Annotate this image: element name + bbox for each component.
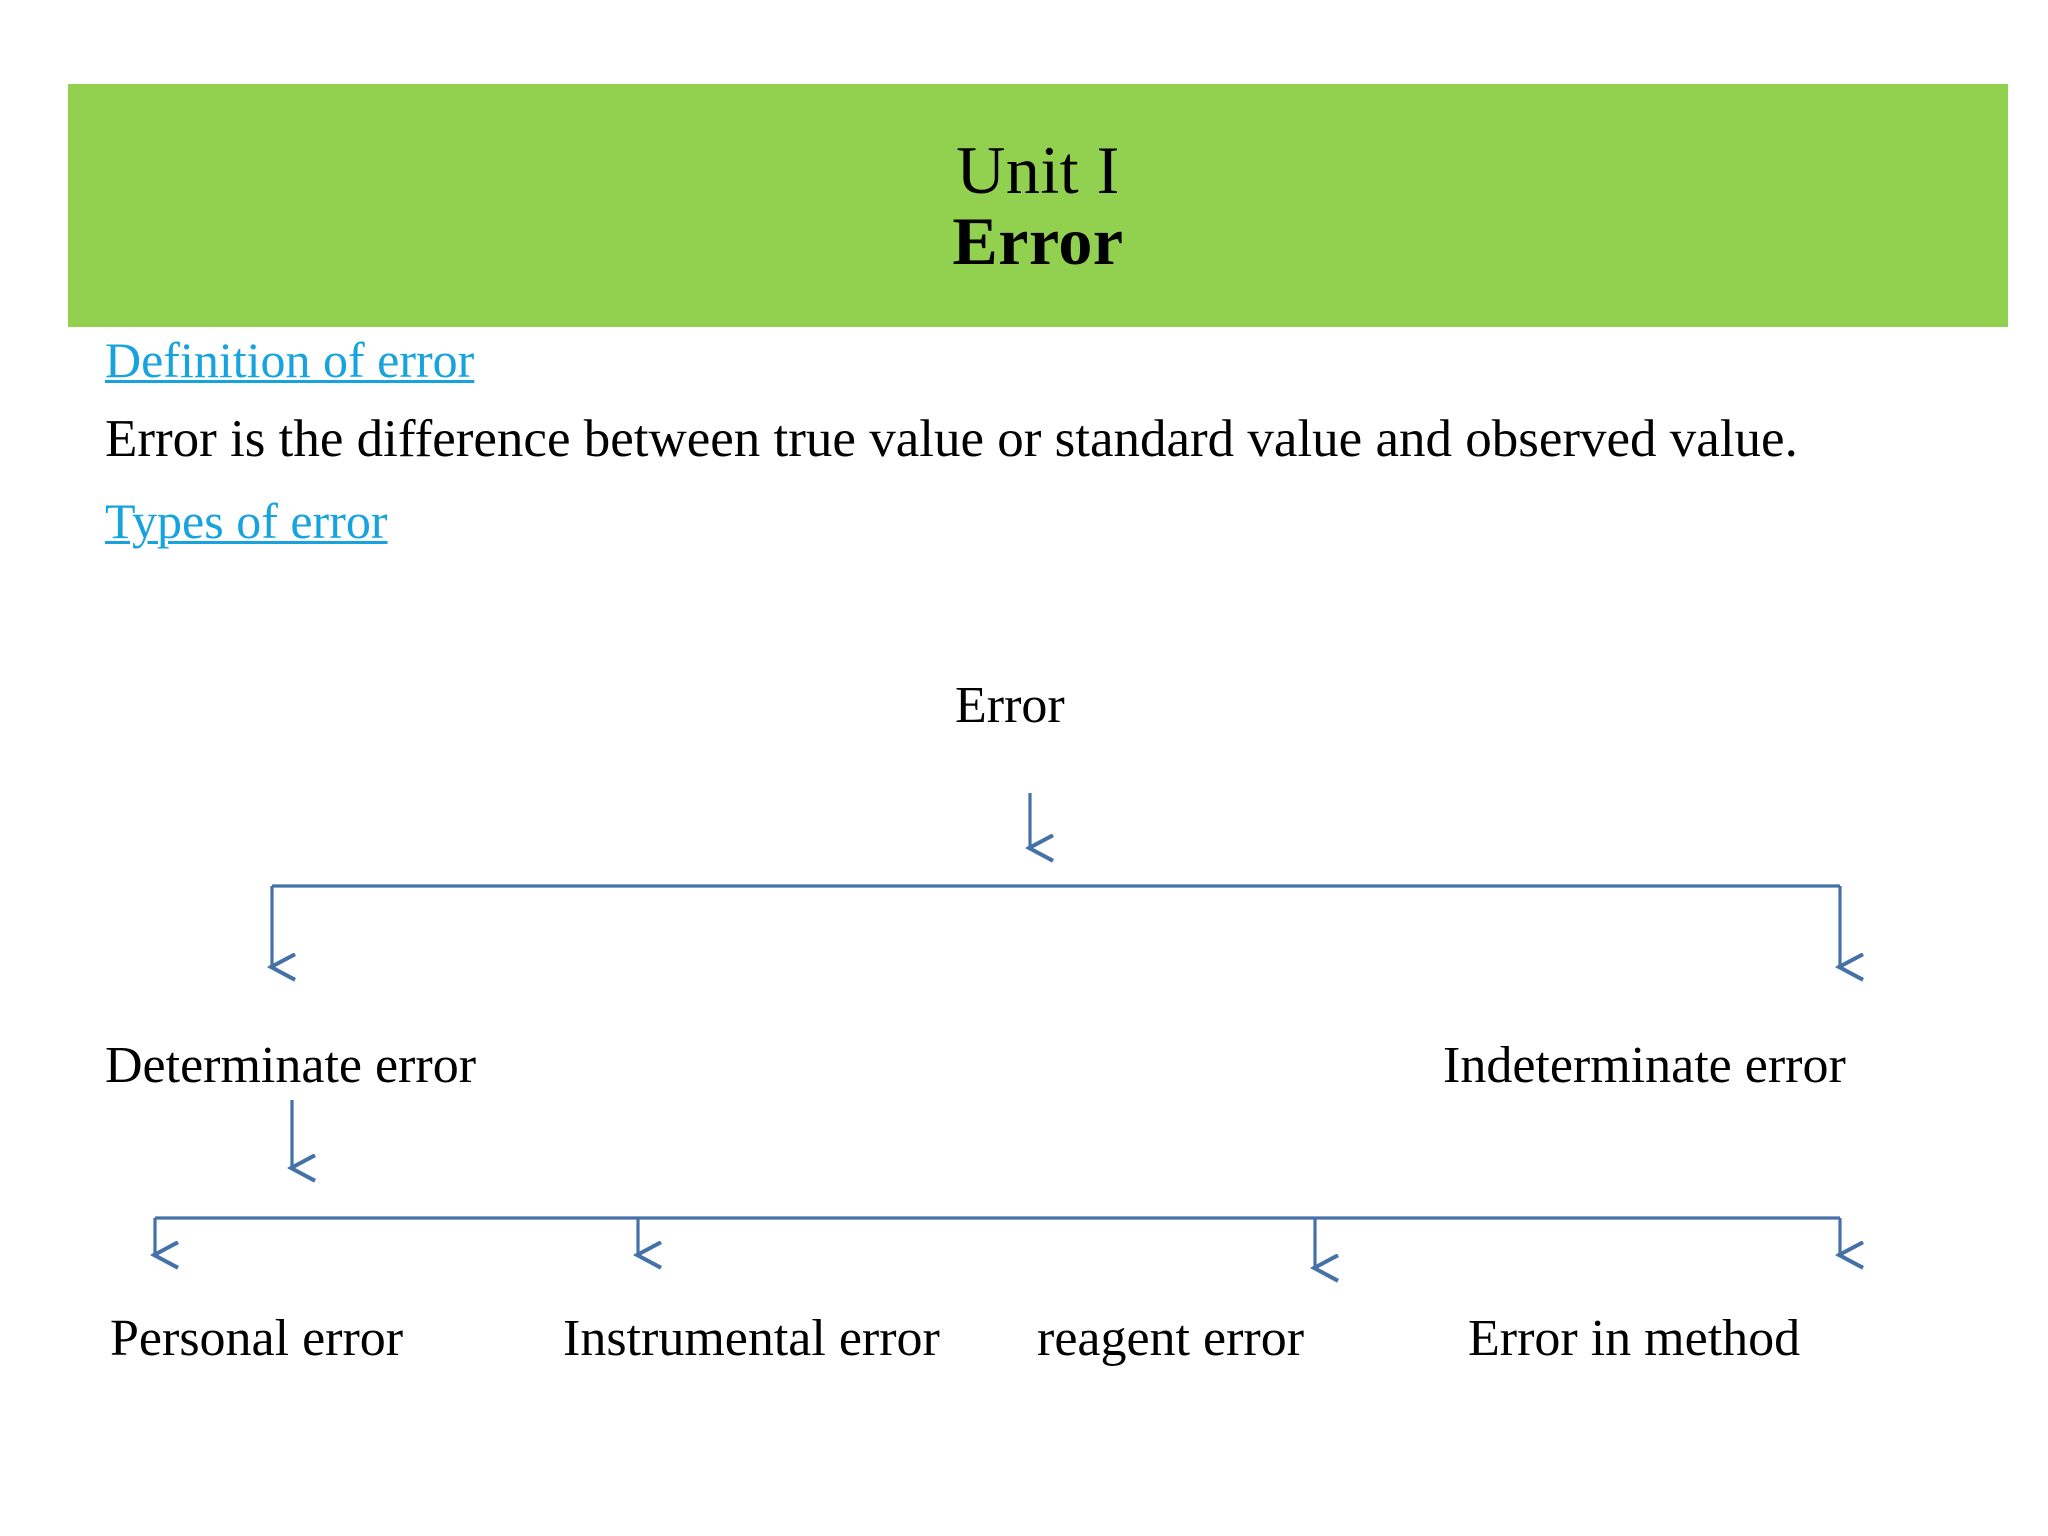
diagram-node-instrumental-error: Instrumental error: [563, 1310, 940, 1367]
diagram-node-error-in-method: Error in method: [1468, 1310, 1801, 1367]
diagram-node-reagent-error: reagent error: [1037, 1310, 1305, 1367]
definition-heading-row: Definition of error: [105, 330, 2005, 391]
diagram-node-determinate-error: Determinate error: [105, 1037, 477, 1094]
diagram-node-error: Error: [955, 677, 1065, 734]
slide-title-unit: Unit I: [956, 132, 1120, 209]
definition-heading[interactable]: Definition of error: [105, 332, 475, 388]
definition-paragraph: Error is the difference between true val…: [105, 410, 1798, 468]
types-heading-row: Types of error: [105, 491, 2005, 552]
diagram-node-indeterminate-error: Indeterminate error: [1443, 1037, 1846, 1094]
slide-title-band: Unit I Error: [68, 84, 2008, 327]
diagram-node-personal-error: Personal error: [110, 1310, 404, 1367]
slide-body-content: Definition of error Error is the differe…: [105, 330, 2005, 552]
types-heading[interactable]: Types of error: [105, 493, 388, 550]
slide-title-topic: Error: [952, 203, 1124, 280]
